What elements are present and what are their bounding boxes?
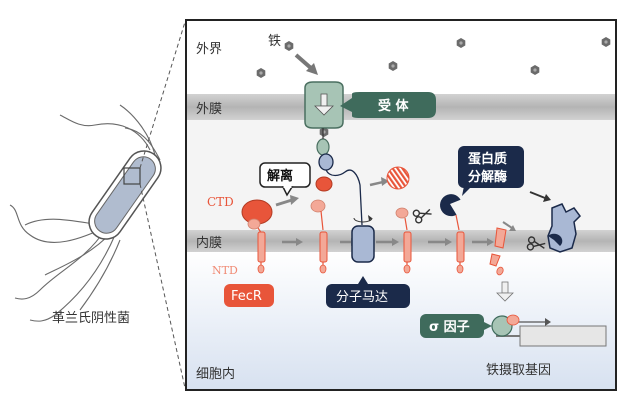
iron-icon (530, 65, 540, 75)
fecr-label-box: FecR (224, 284, 274, 307)
small-arrow-icon (502, 221, 516, 231)
iron-particles (256, 37, 611, 137)
fecr-ctd-bound (315, 176, 333, 192)
inner-membrane-arrows (282, 238, 494, 246)
fecr-protein-5 (489, 227, 507, 276)
protease-label-line2: 分解酶 (468, 169, 507, 185)
fecr-protein-3 (395, 207, 412, 274)
motor-label-box: 分子马达 (326, 276, 410, 308)
label-iron: 铁 (268, 34, 281, 49)
fecr-protein-4 (455, 214, 465, 274)
label-inner-membrane: 内膜 (196, 235, 222, 251)
protease-label-line1: 蛋白质 (468, 151, 507, 167)
sigma-label: σ 因子 (429, 320, 470, 335)
fecr-protein-2 (310, 199, 328, 274)
molecular-motor (351, 215, 375, 263)
scissors-icon (412, 208, 432, 224)
iron-icon (456, 38, 466, 48)
released-ctd-striped (369, 166, 410, 190)
bacterium-label: 革兰氏阴性菌 (52, 311, 130, 326)
inner-membrane (186, 230, 616, 252)
protease-arrow-icon (529, 191, 551, 202)
label-ctd: CTD (207, 195, 234, 209)
label-iron-uptake-genes: 铁摄取基因 (486, 363, 551, 378)
protease-enzyme-1 (440, 194, 461, 217)
label-ntd: NTD (212, 264, 238, 277)
dissociation-label-box: 解离 (259, 162, 311, 197)
fecr-label: FecR (231, 289, 262, 304)
label-outer-membrane: 外膜 (196, 102, 222, 117)
protease-enzyme-2 (547, 203, 581, 253)
dissociation-label: 解离 (266, 168, 293, 184)
label-cytoplasm: 细胞内 (196, 366, 235, 382)
scissors-icon (526, 236, 546, 251)
signal-arrow-icon (496, 281, 514, 302)
receptor-protein (304, 81, 344, 156)
gray-arrow-icon (275, 195, 299, 207)
receptor-tonb-subunit (318, 153, 363, 226)
iron-icon (284, 41, 294, 51)
fecr-protein-1 (241, 199, 273, 274)
receptor-label-box: 受 体 (340, 92, 436, 118)
label-outside: 外界 (196, 42, 222, 57)
bacterium-illustration: 革兰氏阴性菌 (9, 21, 186, 389)
iron-icon (388, 61, 398, 71)
iron-arrow-icon (294, 53, 318, 75)
protease-label-box: 蛋白质 分解酶 (458, 146, 524, 196)
iron-icon (601, 37, 611, 47)
iron-icon (256, 68, 266, 78)
receptor-label: 受 体 (378, 98, 410, 114)
motor-label: 分子马达 (336, 290, 388, 305)
sigma-label-box: σ 因子 (420, 314, 492, 338)
